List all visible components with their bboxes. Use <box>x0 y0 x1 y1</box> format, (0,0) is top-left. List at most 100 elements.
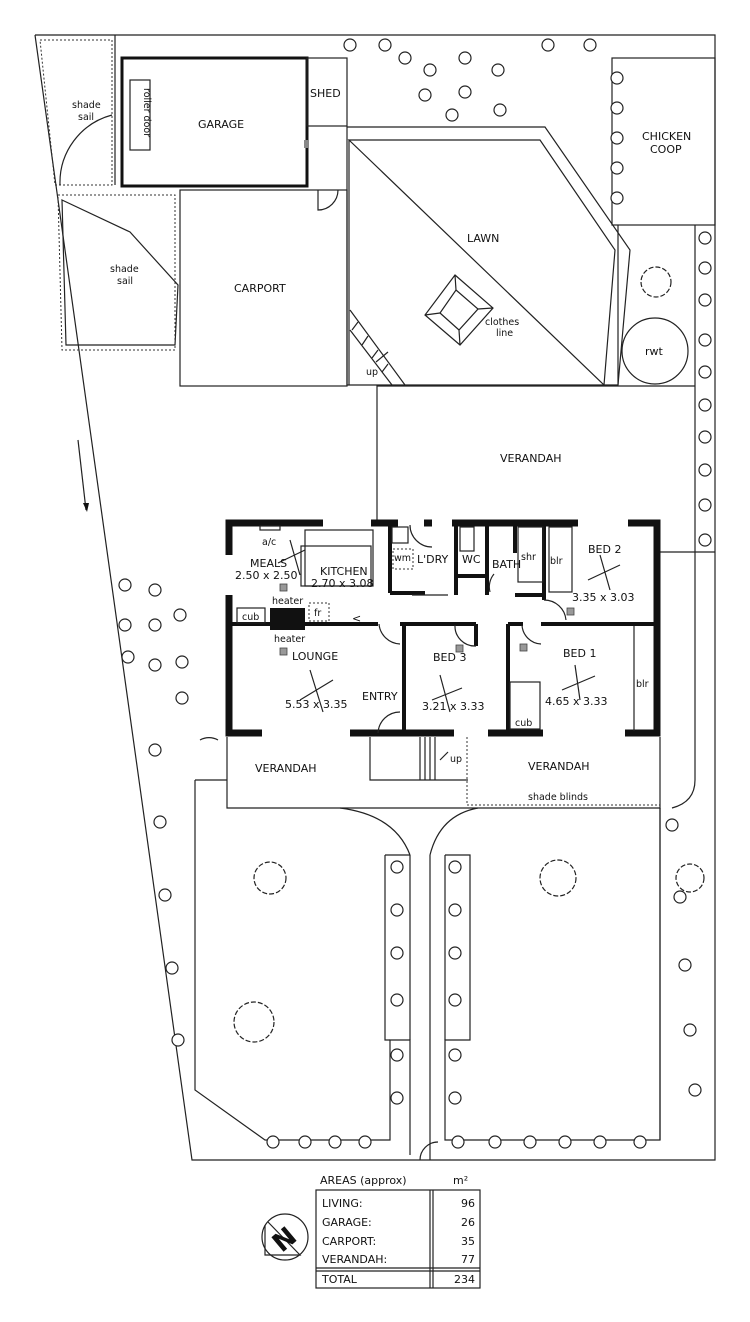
row-value: 35 <box>461 1235 475 1248</box>
rear-verandah <box>376 385 695 520</box>
bed1-label: BED 1 <box>563 647 596 660</box>
shrub-icon <box>610 161 624 175</box>
shrub-icon <box>328 1135 342 1149</box>
tree-icon <box>640 266 672 298</box>
lounge-label: LOUNGE <box>292 650 338 663</box>
chicken-coop-label: COOP <box>650 143 682 156</box>
entry-label: ENTRY <box>362 690 398 703</box>
shrub-icon <box>678 958 692 972</box>
tree-icon <box>233 1001 275 1043</box>
shrub-icon <box>448 946 462 960</box>
shade-sail-label: sail <box>117 276 133 287</box>
driveway-arrow <box>77 439 87 511</box>
kitchen-label: KITCHEN <box>320 565 368 578</box>
shrub-icon <box>175 691 189 705</box>
shrub-icon <box>665 818 679 832</box>
windows <box>225 519 628 737</box>
shrub-icon <box>390 903 404 917</box>
shrub-icon <box>148 743 162 757</box>
shrub-icon <box>523 1135 537 1149</box>
up-label: up <box>450 754 462 765</box>
bed1-robe-label: blr <box>636 679 649 690</box>
front-verandah-left-label: VERANDAH <box>255 762 317 775</box>
shrub-icon <box>448 993 462 1007</box>
shed-label: SHED <box>310 87 341 100</box>
shrub-icon <box>491 63 505 77</box>
total-value: 234 <box>454 1273 475 1286</box>
shrub-icon <box>171 1033 185 1047</box>
areas-row: CARPORT:35 <box>322 1235 475 1248</box>
row-value: 26 <box>461 1216 475 1229</box>
shrub-icon <box>165 961 179 975</box>
shrub-icon <box>698 365 712 379</box>
bath-label: BATH <box>492 558 521 571</box>
shrub-icon <box>148 583 162 597</box>
bed2-robe-label: blr <box>550 556 563 567</box>
shrub-icon <box>118 618 132 632</box>
shrub-icon <box>688 1083 702 1097</box>
row-label: LIVING: <box>322 1197 363 1210</box>
shrub-icon <box>698 293 712 307</box>
laundry-label: L'DRY <box>417 553 449 566</box>
shrub-icon <box>418 88 432 102</box>
shrub-icon <box>378 38 392 52</box>
heater-label: heater <box>274 634 305 645</box>
shrub-icon <box>698 430 712 444</box>
shrub-icon <box>593 1135 607 1149</box>
north-arrow-icon: N <box>261 1213 309 1261</box>
property-boundary <box>34 34 716 1161</box>
roller-door-label: roller door <box>141 88 152 137</box>
shade-sail-2-fabric <box>61 199 179 346</box>
carport-door <box>317 189 339 211</box>
up-arrow <box>375 351 389 363</box>
clothes-line-icon <box>424 274 494 346</box>
shade-blinds <box>466 737 660 806</box>
shrub-icon <box>698 398 712 412</box>
shrub-icon <box>448 903 462 917</box>
shrub-icon <box>698 463 712 477</box>
shrub-icon <box>423 63 437 77</box>
bed3-size: 3.21 x 3.33 <box>422 700 485 713</box>
shrub-icon <box>583 38 597 52</box>
bed3-label: BED 3 <box>433 651 466 664</box>
front-verandah <box>226 737 661 809</box>
shrub-icon <box>633 1135 647 1149</box>
front-steps <box>419 737 436 780</box>
heater-label: heater <box>272 596 303 607</box>
hall-symbol: < <box>352 612 361 625</box>
shrub-icon <box>343 38 357 52</box>
ac-label: a/c <box>262 537 276 548</box>
shade-sail-2 <box>57 194 176 351</box>
fridge-label: fr <box>314 608 321 619</box>
shrub-icon <box>458 85 472 99</box>
shrub-icon <box>448 1048 462 1062</box>
shrub-icon <box>558 1135 572 1149</box>
areas-unit: m² <box>453 1174 468 1187</box>
shrub-icon <box>358 1135 372 1149</box>
shrub-icon <box>390 946 404 960</box>
wc-label: WC <box>462 553 481 566</box>
shrub-icon <box>173 608 187 622</box>
shrub-icon <box>121 650 135 664</box>
kitchen-size: 2.70 x 3.08 <box>311 577 374 590</box>
carport-label: CARPORT <box>234 282 286 295</box>
shrub-icon <box>610 101 624 115</box>
up-arrow <box>439 751 449 761</box>
fixtures <box>236 525 635 731</box>
areas-row: GARAGE:26 <box>322 1216 475 1229</box>
row-label: VERANDAH: <box>322 1253 387 1266</box>
meals-size: 2.50 x 2.50 <box>235 569 298 582</box>
areas-row: VERANDAH:77 <box>322 1253 475 1266</box>
shrub-icon <box>148 658 162 672</box>
lounge-size: 5.53 x 3.35 <box>285 698 348 711</box>
rainwater-tank <box>621 317 689 385</box>
shrub-icon <box>698 231 712 245</box>
tree-icon <box>253 861 287 895</box>
tree-icon <box>539 859 577 897</box>
shrub-icon <box>398 51 412 65</box>
wm-label: wm <box>394 553 411 564</box>
shrub-icon <box>266 1135 280 1149</box>
meals-label: MEALS <box>250 557 287 570</box>
lawn-label: LAWN <box>467 232 499 245</box>
